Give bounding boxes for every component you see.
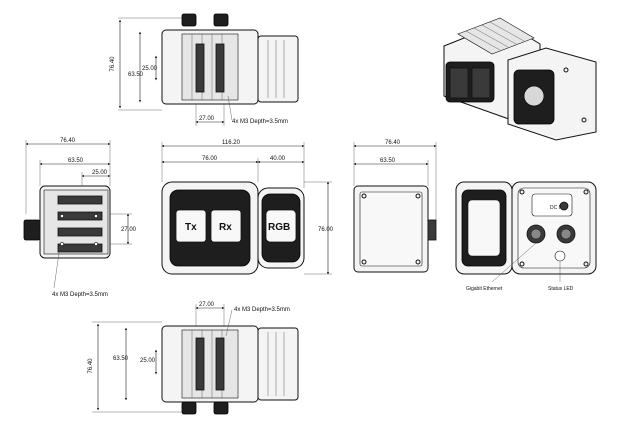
- dc-in-panel: [531, 193, 573, 217]
- top-connector-left: [181, 13, 197, 27]
- dc-in-jack: [559, 201, 569, 211]
- top-width-label: 27.00: [199, 116, 215, 122]
- iso-screw-1: [563, 67, 569, 73]
- top-height-label: 76.40: [110, 56, 116, 72]
- tx-label: Tx: [185, 222, 197, 233]
- side-slot-1: [57, 195, 103, 205]
- bottom-note-label: 4x M3 Depth=3.5mm: [234, 307, 290, 313]
- side-inner-label: 63.50: [68, 158, 84, 164]
- rx-label: Rx: [219, 222, 232, 233]
- tx-window: [175, 209, 207, 243]
- rx-window: [210, 209, 242, 243]
- bottom-view-lens-housing: [257, 327, 299, 401]
- isometric-view: [443, 17, 597, 141]
- iso-screw-2: [581, 117, 587, 123]
- top-view-fins: [181, 33, 239, 101]
- bottom-connector-left: [181, 401, 197, 415]
- top-note-label: 4x M3 Depth=3.5mm: [232, 119, 288, 125]
- rear-view: DC IN Gigabit Ethernet Status LED: [455, 181, 597, 292]
- top-connector-right: [213, 13, 229, 27]
- iso-window-rx: [471, 67, 491, 99]
- side-slot-2: [57, 211, 103, 221]
- right-overall-label: 76.40: [385, 140, 401, 146]
- front-overall-label: 116.20: [222, 140, 241, 146]
- status-led-callout: Status LED: [548, 286, 574, 292]
- iso-lens: [523, 85, 545, 107]
- front-right-width-label: 40.00: [270, 156, 286, 162]
- top-view-slot-2: [215, 43, 225, 93]
- right-side-connector: [427, 219, 437, 241]
- front-height-label: 76.00: [318, 227, 334, 233]
- side-slot-4: [57, 243, 103, 253]
- bottom-view-slot-1: [195, 337, 205, 391]
- bottom-view: 27.00 4x M3 Depth=3.5mm 76.40 63.50 25.0…: [88, 302, 299, 415]
- status-led-icon: [554, 250, 566, 262]
- side-overall-label: 76.40: [60, 138, 76, 144]
- top-inner-height-label: 63.50: [128, 72, 144, 78]
- bottom-small-height-label: 25.00: [140, 358, 156, 364]
- bottom-view-fins: [181, 329, 239, 399]
- top-view-slot-1: [195, 43, 205, 93]
- bottom-height-label: 76.40: [88, 358, 94, 374]
- bottom-width-label: 27.00: [199, 302, 215, 308]
- bottom-connector-right: [213, 401, 229, 415]
- front-view: Tx Rx RGB 116.20 76.00 40.00 76.00: [161, 140, 334, 275]
- top-view: 76.40 63.50 25.00 27.00 4x M3 Depth=3.5m…: [110, 13, 299, 126]
- side-note-label: 4x M3 Depth=3.5mm: [52, 292, 108, 298]
- iso-window-tx: [449, 67, 469, 99]
- side-connector: [23, 219, 41, 241]
- bottom-view-slot-2: [215, 337, 225, 391]
- rear-left-panel: [467, 199, 501, 257]
- right-inner-label: 63.50: [380, 158, 396, 164]
- side-width-label: 27.00: [121, 227, 137, 233]
- rgb-window: [265, 209, 297, 243]
- iso-fins-top: [457, 17, 535, 55]
- ethernet-callout: Gigabit Ethernet: [466, 286, 503, 292]
- dc-in-label: DC IN: [550, 205, 564, 211]
- left-side-view: 76.40 63.50 25.00 27.00 4x M3 Depth=3.5m…: [23, 138, 137, 298]
- front-left-width-label: 76.00: [202, 156, 218, 162]
- top-view-lens-housing: [257, 35, 299, 103]
- side-small-label: 25.00: [92, 170, 108, 176]
- front-left-window: [169, 189, 251, 267]
- right-side-view: 76.40 63.50: [353, 140, 437, 273]
- bottom-inner-height-label: 63.50: [113, 356, 129, 362]
- right-side-panel: [359, 191, 423, 267]
- side-slot-3: [57, 227, 103, 237]
- top-small-height-label: 25.00: [142, 66, 158, 72]
- rgb-label: RGB: [268, 222, 290, 233]
